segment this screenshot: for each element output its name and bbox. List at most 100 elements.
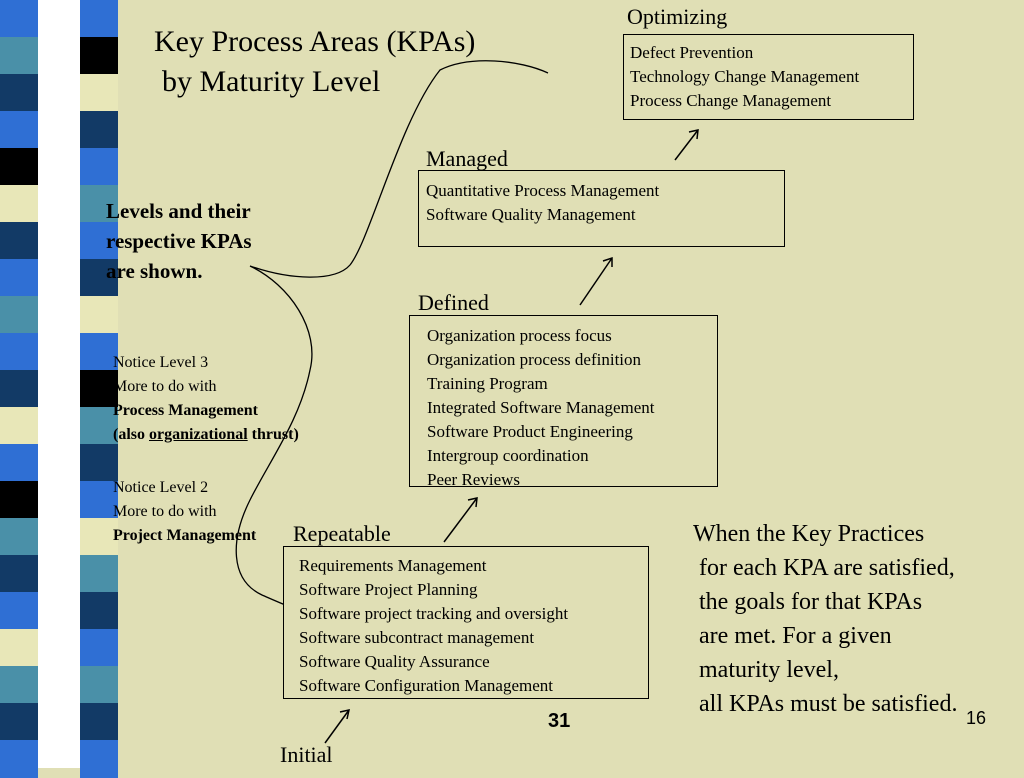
level-label-repeatable: Repeatable [293,521,391,546]
stripe-segment [0,0,38,38]
arrow-repeatable-defined [443,497,478,543]
stripe-gap [38,0,80,768]
level-label-defined: Defined [418,290,489,315]
kpa-item: Organization process focus [427,326,612,345]
stripe-segment [0,222,38,260]
stripe-segment [0,555,38,593]
stripe-segment [80,259,118,297]
stripe-segment [80,481,118,519]
stripe-segment [0,370,38,408]
level-label-managed: Managed [426,146,508,171]
kpa-item: Defect Prevention [630,43,754,62]
stripe-segment [80,370,118,408]
stripe-segment [80,74,118,112]
stripe-segment [80,148,118,186]
stripe-segment [80,555,118,593]
stripe-segment [0,407,38,445]
stripe-segment [0,481,38,519]
side-intro-text: Levels and their respective KPAs are sho… [106,196,252,286]
stripe-segment [0,37,38,75]
note2-line-2: More to do with [113,503,217,520]
side-intro-line: are shown. [106,259,203,283]
arrow-initial-repeatable [324,709,350,744]
stripe-segment [80,444,118,482]
stripe-segment [0,74,38,112]
right-text-line: all KPAs must be satisfied. [699,691,958,717]
bracket-curve [235,60,549,616]
kpa-item: Software Quality Management [426,205,636,224]
right-text-line: When the Key Practices [693,521,925,547]
kpa-item: Technology Change Management [630,67,860,86]
note2-line-3: Project Management [113,527,257,544]
kpa-item: Process Change Management [630,91,832,110]
right-text-line: maturity level, [699,657,839,683]
stripe-segment [0,111,38,149]
slide-number: 16 [966,708,987,728]
kpa-item: Software Configuration Management [299,676,553,695]
stripe-segment [0,148,38,186]
level-label-initial: Initial [280,742,333,767]
stripe-segment [0,666,38,704]
kpa-item: Requirements Management [299,556,487,575]
stripe-segment [80,296,118,334]
stripe-segment [80,0,118,38]
kpa-item: Software Project Planning [299,580,478,599]
stripe-segment [0,703,38,741]
kpa-item: Integrated Software Management [427,398,655,417]
title-line-2: by Maturity Level [162,65,381,98]
kpa-item: Software Quality Assurance [299,652,490,671]
kpa-item: Software project tracking and oversight [299,604,569,623]
kpa-item: Organization process definition [427,350,642,369]
note3-line-4-pre: (also [113,426,149,443]
right-text-line: are met. For a given [699,623,892,649]
stripe-segment [80,592,118,630]
stripe-segment [0,333,38,371]
arrow-managed-optimizing [674,129,699,161]
stripe-segment [80,666,118,704]
note3-line-4-post: thrust) [247,426,299,443]
decorative-stripe [0,0,118,778]
stripe-segment [80,703,118,741]
page-number: 31 [548,710,571,732]
stripe-segment [0,444,38,482]
side-intro-line: respective KPAs [106,229,252,253]
stripe-segment [0,259,38,297]
note3-line-1: Notice Level 3 [113,354,209,371]
side-intro-line: Levels and their [106,199,251,223]
right-explanation: When the Key Practices for each KPA are … [693,517,957,721]
stripe-segment [80,111,118,149]
note3-line-2: More to do with [113,378,217,395]
title-line-1: Key Process Areas (KPAs) [154,25,476,58]
stripe-segment [80,333,118,371]
note3-line-3: Process Management [113,402,258,419]
page-title: Key Process Areas (KPAs) by Maturity Lev… [154,22,475,102]
stripe-segment [0,518,38,556]
note3-line-4-underlined: organizational [149,426,248,443]
stripe-segment [0,185,38,223]
level-label-optimizing: Optimizing [627,4,728,29]
kpa-item: Intergroup coordination [427,446,589,465]
arrow-defined-managed [579,257,613,306]
kpa-item: Software Product Engineering [427,422,633,441]
stripe-segment [0,629,38,667]
stripe-segment [80,407,118,445]
kpa-item: Quantitative Process Management [426,181,660,200]
note2-line-1: Notice Level 2 [113,479,209,496]
right-text-line: the goals for that KPAs [699,589,923,615]
stripe-segment [80,37,118,75]
kpa-item: Peer Reviews [427,470,521,489]
note-level-3: Notice Level 3 More to do with Process M… [113,351,299,447]
right-text-line: for each KPA are satisfied, [699,555,955,581]
note-level-2: Notice Level 2 More to do with Project M… [113,476,256,548]
kpa-item: Software subcontract management [299,628,535,647]
stripe-segment [80,629,118,667]
stripe-segment [0,296,38,334]
